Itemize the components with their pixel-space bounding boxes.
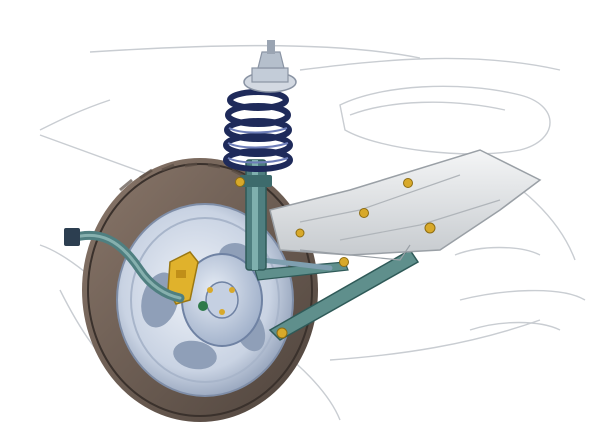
top-mount: [243, 40, 297, 93]
tie-rod: [259, 257, 333, 271]
brake-disc: [181, 253, 263, 347]
bolts: [235, 177, 436, 339]
coil-spring: [223, 89, 293, 172]
car-body-sketch: [39, 44, 586, 421]
subframe: [269, 149, 542, 261]
strut: [240, 159, 272, 271]
anti-roll-bar: [64, 228, 185, 303]
spring-highlight: [227, 127, 289, 164]
